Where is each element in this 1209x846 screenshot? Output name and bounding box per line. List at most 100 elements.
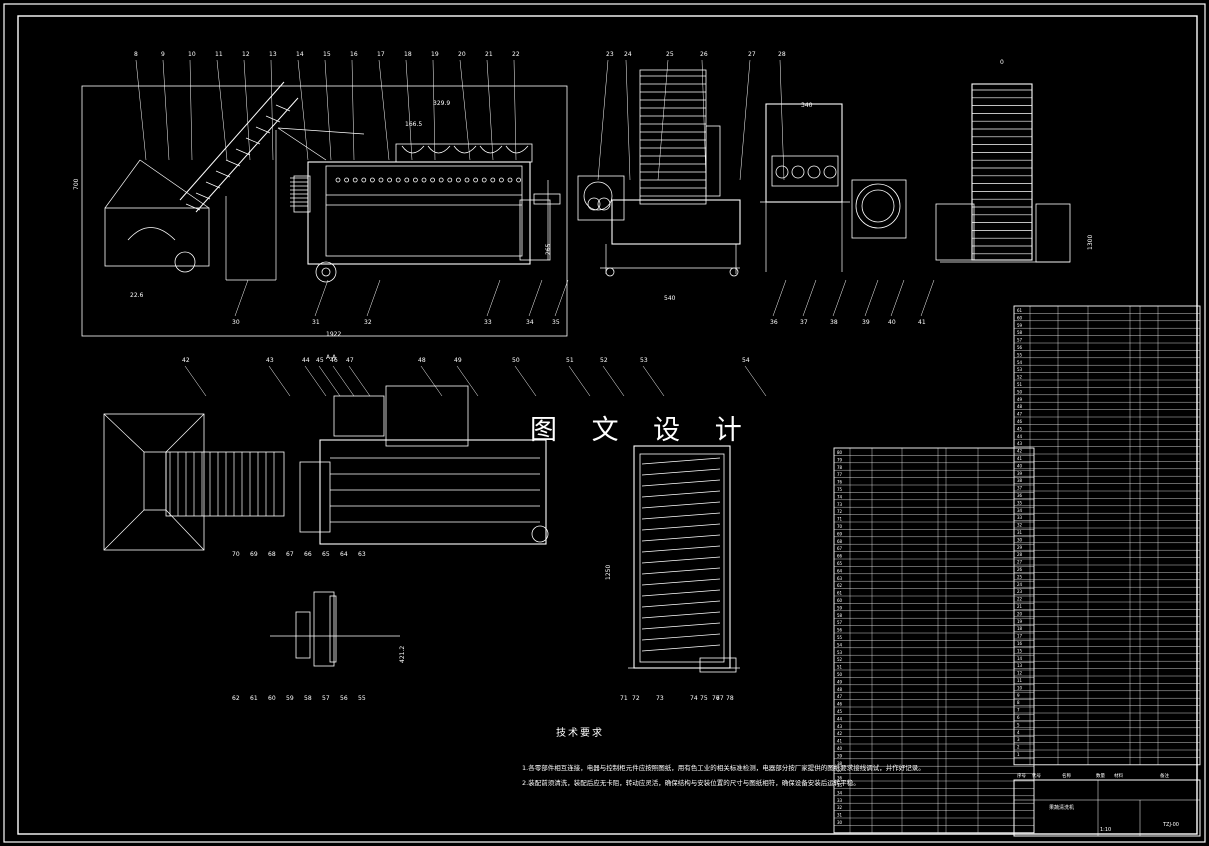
spray-nozzle [395, 177, 401, 183]
leader-35 [554, 279, 569, 317]
bom-row-no: 33 [837, 798, 843, 803]
leader-51 [568, 365, 591, 397]
spray-nozzle [404, 177, 410, 183]
bom-row-no: 42 [1017, 449, 1023, 454]
callout-59: 59 [286, 695, 294, 702]
callout-57: 57 [322, 695, 330, 702]
lower-slat [641, 556, 721, 564]
callout-43: 43 [266, 357, 274, 364]
shaft-plate [329, 595, 337, 663]
lower-drive [699, 657, 737, 673]
hopper-curve [127, 227, 176, 241]
lower-slat [641, 589, 721, 597]
end-motor [851, 179, 907, 239]
bom-row-no: 56 [837, 628, 843, 633]
leader-17 [378, 59, 390, 161]
spray-nozzle [507, 177, 513, 183]
leader-23 [597, 59, 609, 181]
callout-48: 48 [418, 357, 426, 364]
side-pulley-a [587, 197, 601, 211]
elevator-slat [255, 126, 271, 134]
callout-71: 71 [620, 695, 628, 702]
elevator-slat [275, 104, 291, 112]
elevator-slat [185, 203, 201, 211]
spray-nozzle [378, 177, 384, 183]
bom-row-no: 42 [837, 731, 843, 736]
bom-row-no: 45 [1017, 426, 1023, 431]
plan-hopper-diag-2 [165, 413, 205, 453]
bom-row-no: 79 [837, 457, 843, 462]
plan-conveyor [165, 451, 285, 517]
bom-row-no: 75 [837, 487, 843, 492]
bom-row-no: 70 [837, 524, 843, 529]
dim-overall-width: 1922 [326, 331, 342, 338]
plan-tank [319, 439, 547, 545]
bom-row-no: 15 [1017, 648, 1023, 653]
bom-row-no: 69 [837, 531, 843, 536]
spray-nozzle [344, 177, 350, 183]
bom-row-no: 59 [1017, 323, 1023, 328]
callout-58: 58 [304, 695, 312, 702]
callout-11: 11 [215, 51, 223, 58]
leader-18 [405, 59, 413, 161]
wheel-left [315, 261, 337, 283]
callout-10: 10 [188, 51, 196, 58]
chute-line [277, 127, 365, 135]
bom-row-no: 41 [837, 739, 843, 744]
title-block [1013, 779, 1201, 837]
leader-13 [270, 59, 274, 161]
lower-slat [641, 633, 721, 641]
bom-row-no: 45 [837, 709, 843, 714]
leader-20 [459, 59, 471, 161]
bom-row-no: 65 [837, 561, 843, 566]
plan-hopper-diag-4 [165, 509, 205, 551]
lower-slat [641, 479, 721, 487]
leader-33 [486, 279, 501, 317]
callout-35: 35 [552, 319, 560, 326]
side-pulley-b [597, 197, 611, 211]
side-conveyor [639, 69, 707, 205]
bom-row-no: 37 [1017, 486, 1023, 491]
bom-row-no: 44 [1017, 434, 1023, 439]
bom-row-no: 31 [837, 813, 843, 818]
leader-38 [832, 279, 847, 317]
callout-77: 77 [716, 695, 724, 702]
bom-row-no: 30 [837, 820, 843, 825]
bom-row-no: 3 [1017, 737, 1020, 742]
bom-row-no: 46 [1017, 419, 1023, 424]
callout-16: 16 [350, 51, 358, 58]
lower-slat [641, 545, 721, 553]
bom-row-no: 40 [837, 746, 843, 751]
title-block-scale: 1:10 [1100, 827, 1112, 833]
bom-row-no: 39 [837, 753, 843, 758]
bom-header-no: 序号 [1017, 772, 1026, 779]
callout-68: 68 [268, 551, 276, 558]
bom-row-no: 6 [1017, 715, 1020, 720]
callout-32: 32 [364, 319, 372, 326]
bom-row-no: 64 [837, 568, 843, 573]
bom-row-no: 40 [1017, 463, 1023, 468]
callout-33: 33 [484, 319, 492, 326]
bom-row-no: 61 [1017, 308, 1023, 313]
bom-row-no: 73 [837, 502, 843, 507]
bom-row-no: 54 [837, 642, 843, 647]
dim-width-c: 166.5 [405, 121, 423, 128]
callout-40: 40 [888, 319, 896, 326]
bom-header-name: 名称 [1062, 772, 1071, 779]
lower-slat [641, 468, 721, 476]
bom-row-no: 68 [837, 539, 843, 544]
side-drive [705, 125, 721, 197]
elevator-slat [245, 137, 261, 145]
callout-23: 23 [606, 51, 614, 58]
spray-nozzle [412, 177, 418, 183]
bom-row-no: 51 [837, 665, 843, 670]
callout-70: 70 [232, 551, 240, 558]
spray-nozzle [361, 177, 367, 183]
bom-row-no: 54 [1017, 360, 1023, 365]
spray-nozzle [438, 177, 444, 183]
end-view-roller [775, 165, 789, 179]
inner-frame [17, 15, 1198, 835]
side-motor-circle [583, 181, 613, 211]
callout-66: 66 [304, 551, 312, 558]
